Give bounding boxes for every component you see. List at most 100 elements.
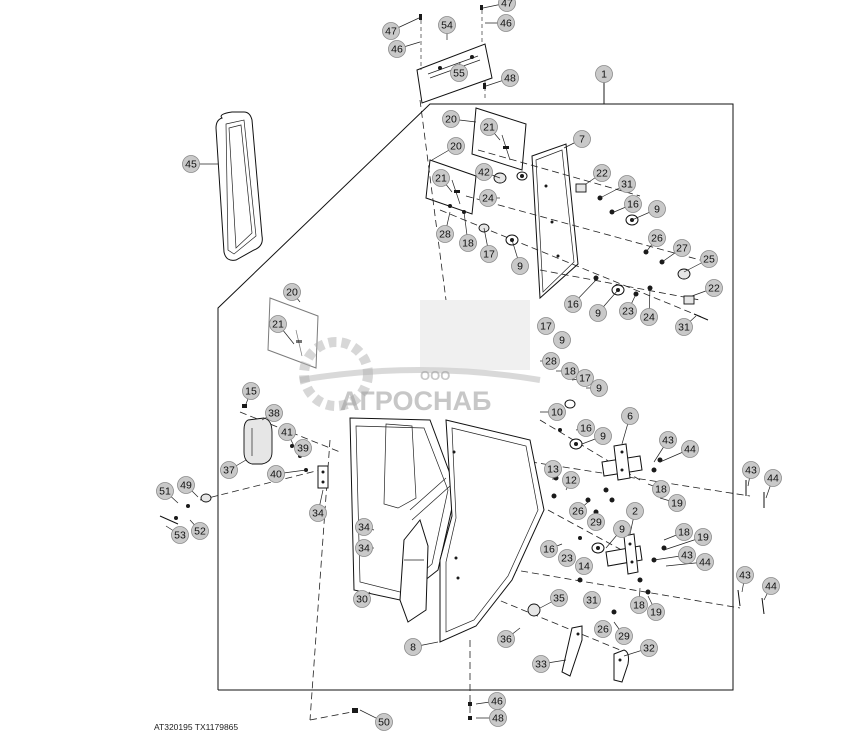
callout-bubble (675, 523, 693, 541)
callout-bubble (498, 0, 516, 12)
callout-label: 35 (553, 593, 565, 605)
callout-bubble (640, 308, 658, 326)
callout-label: 48 (492, 713, 504, 725)
callout-bubble (479, 189, 497, 207)
callout-bubble (742, 461, 760, 479)
callout-label: 7 (579, 134, 585, 146)
callout-label: 48 (504, 73, 516, 85)
callout-46: 46 (497, 14, 515, 32)
callout-bubble (575, 557, 593, 575)
callout-label: 31 (586, 595, 598, 607)
callout-label: 50 (378, 717, 390, 729)
callout-label: 12 (565, 475, 577, 487)
bottom-handles (561, 625, 629, 683)
callout-29: 29 (615, 627, 633, 645)
callout-48: 48 (489, 709, 507, 727)
callout-bubble (648, 200, 666, 218)
callout-label: 29 (618, 631, 630, 643)
watermark: ООО АГРОСНАБ (299, 300, 541, 416)
callout-bubble (696, 553, 714, 571)
callout-label: 18 (678, 527, 690, 539)
callout-26: 26 (594, 620, 612, 638)
callout-bubble (432, 169, 450, 187)
callout-13: 13 (544, 460, 562, 478)
callout-label: 33 (535, 659, 547, 671)
callout-label: 34 (312, 508, 324, 520)
callout-20: 20 (283, 283, 301, 301)
callout-44: 44 (681, 440, 699, 458)
callout-bubble (648, 229, 666, 247)
rear-glass-panel (531, 143, 579, 300)
callout-bubble (652, 480, 670, 498)
callout-38: 38 (265, 404, 283, 422)
callout-bubble (242, 382, 260, 400)
callout-bubble (278, 423, 296, 441)
callout-bubble (647, 603, 665, 621)
callout-bubble (548, 403, 566, 421)
callout-label: 16 (627, 199, 639, 211)
callout-bubble (355, 518, 373, 536)
callout-17: 17 (537, 317, 555, 335)
callout-bubble (681, 440, 699, 458)
callout-label: 51 (159, 486, 171, 498)
callout-label: 1 (601, 69, 607, 81)
callout-bubble (624, 195, 642, 213)
callout-35: 35 (550, 589, 568, 607)
callout-9: 9 (511, 257, 529, 275)
callout-bubble (569, 502, 587, 520)
callout-31: 31 (675, 318, 693, 336)
callout-bubble (480, 118, 498, 136)
callout-23: 23 (558, 549, 576, 567)
callout-bubble (594, 620, 612, 638)
door-glass (439, 419, 545, 643)
callout-bubble (564, 295, 582, 313)
callout-bubble (537, 317, 555, 335)
callout-label: 31 (678, 322, 690, 334)
upper-hardware (448, 171, 709, 321)
callout-22: 22 (593, 164, 611, 182)
callout-21: 21 (480, 118, 498, 136)
callout-bubble (404, 638, 422, 656)
callout-label: 47 (385, 26, 397, 38)
callout-bubble (626, 502, 644, 520)
callout-bubble (700, 250, 718, 268)
callout-bubble (675, 318, 693, 336)
callout-47: 47 (498, 0, 516, 12)
callout-9: 9 (589, 304, 607, 322)
callout-23: 23 (619, 302, 637, 320)
callout-label: 9 (600, 431, 606, 443)
callout-bubble (594, 427, 612, 445)
callout-label: 43 (662, 435, 674, 447)
callout-9: 9 (613, 520, 631, 538)
callout-17: 17 (576, 369, 594, 387)
callout-37: 37 (220, 461, 238, 479)
callout-bubble (309, 504, 327, 522)
callout-24: 24 (640, 308, 658, 326)
callout-43: 43 (742, 461, 760, 479)
callout-bubble (553, 331, 571, 349)
callout-bubble (265, 404, 283, 422)
callout-55: 55 (450, 64, 468, 82)
callout-bubble (489, 709, 507, 727)
callout-label: 46 (391, 44, 403, 56)
callout-54: 54 (438, 16, 456, 34)
callout-bubble (583, 591, 601, 609)
callout-label: 9 (517, 261, 523, 273)
callout-label: 22 (596, 168, 608, 180)
callout-label: 16 (567, 299, 579, 311)
callout-53: 53 (171, 526, 189, 544)
callout-bubble (171, 526, 189, 544)
callout-9: 9 (553, 331, 571, 349)
callout-label: 55 (453, 68, 465, 80)
callout-bubble (156, 482, 174, 500)
callout-label: 22 (708, 283, 720, 295)
callout-label: 53 (174, 530, 186, 542)
callout-label: 24 (643, 312, 655, 324)
callout-bubble (532, 655, 550, 673)
callout-bubble (459, 234, 477, 252)
callout-label: 14 (578, 561, 590, 573)
callout-bubble (576, 369, 594, 387)
callout-bubble (294, 439, 312, 457)
callout-bubble (694, 528, 712, 546)
